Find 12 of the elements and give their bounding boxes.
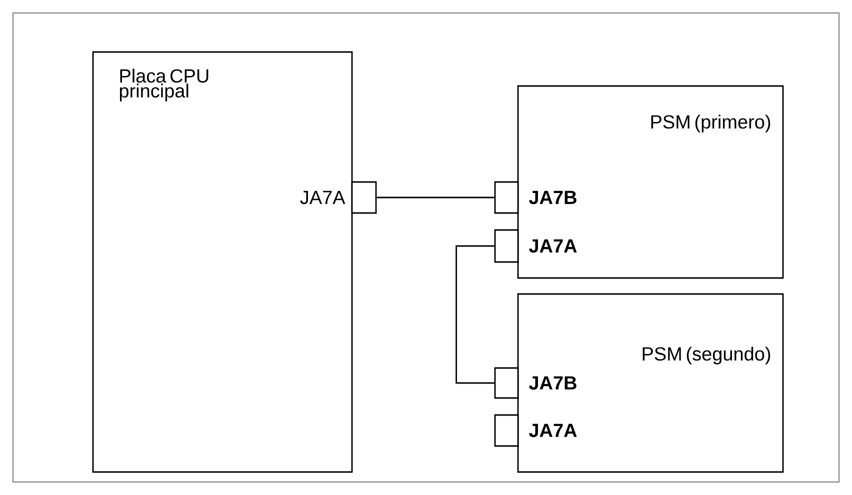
cable-line: [376, 196, 494, 198]
connector-label: JA7A: [528, 424, 577, 438]
connector-box: [494, 229, 519, 263]
connector-box: [494, 367, 519, 399]
connector-box: [494, 181, 519, 214]
connector-box: [351, 181, 377, 214]
connector-label: JA7B: [528, 190, 576, 204]
connector-label: JA7A: [300, 190, 346, 204]
connector-box: [494, 414, 519, 447]
cable-line: [456, 245, 494, 384]
connector-label: JA7A: [528, 239, 577, 253]
connector-label: JA7B: [528, 376, 576, 390]
